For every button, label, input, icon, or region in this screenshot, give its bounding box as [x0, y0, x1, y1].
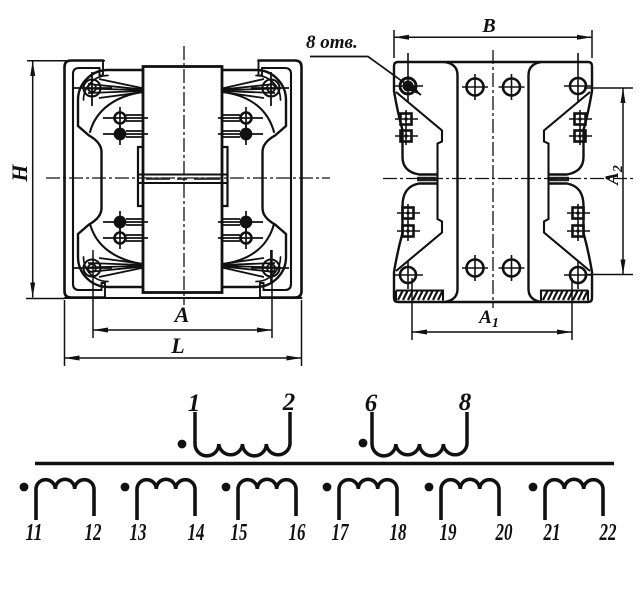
svg-text:22: 22 — [599, 520, 617, 546]
svg-text:14: 14 — [188, 520, 205, 546]
svg-text:A: A — [173, 302, 190, 327]
svg-text:21: 21 — [543, 520, 561, 546]
svg-text:19: 19 — [440, 520, 457, 546]
svg-text:L: L — [170, 333, 184, 358]
svg-text:11: 11 — [26, 520, 43, 546]
svg-text:13: 13 — [130, 520, 147, 546]
svg-text:1: 1 — [188, 390, 201, 417]
svg-text:A2: A2 — [602, 165, 626, 186]
svg-text:H: H — [7, 164, 32, 183]
svg-text:B: B — [481, 15, 495, 37]
svg-text:8 отв.: 8 отв. — [306, 32, 358, 53]
svg-text:16: 16 — [289, 520, 306, 546]
svg-text:18: 18 — [390, 520, 407, 546]
svg-text:20: 20 — [495, 520, 513, 546]
svg-text:2: 2 — [282, 389, 296, 416]
svg-text:8: 8 — [459, 389, 472, 416]
svg-text:A1: A1 — [478, 307, 499, 331]
svg-text:17: 17 — [332, 520, 350, 546]
svg-text:12: 12 — [85, 520, 102, 546]
svg-text:6: 6 — [365, 390, 378, 417]
svg-text:15: 15 — [231, 520, 248, 546]
